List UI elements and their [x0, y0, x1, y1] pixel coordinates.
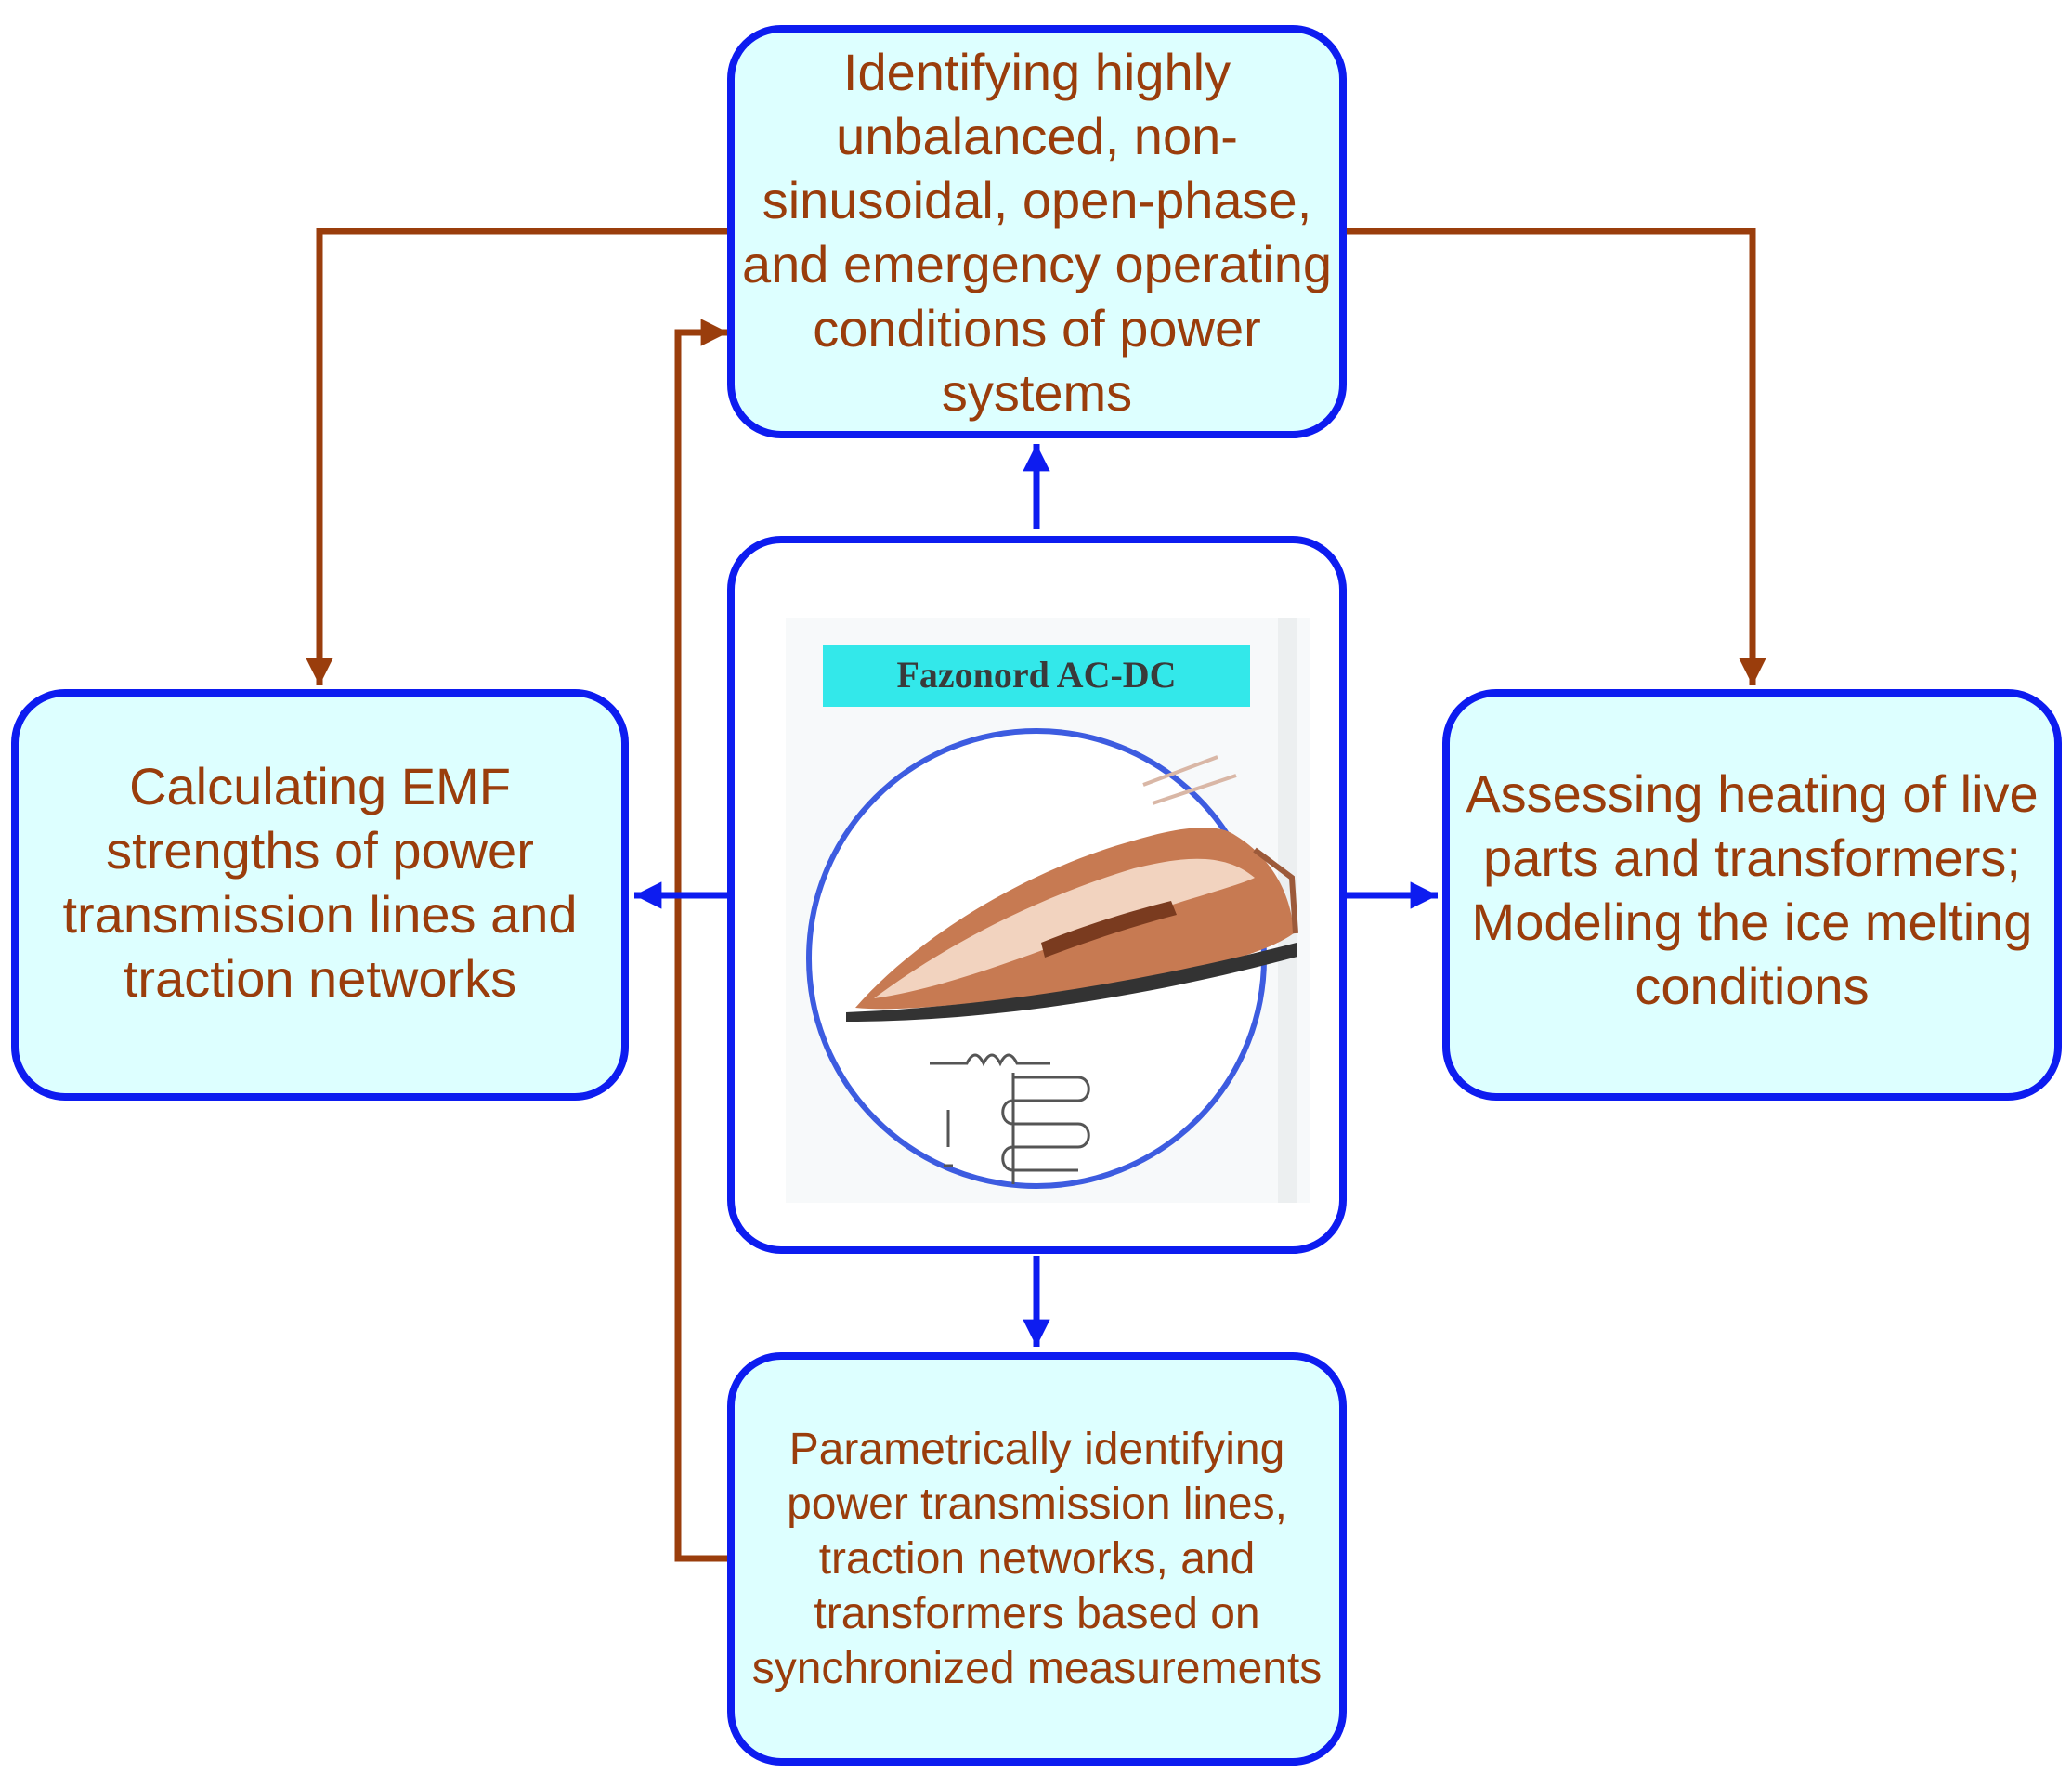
box-center-logo: Fazonord AC-DC	[727, 536, 1347, 1254]
connector-bottom-to-top	[674, 319, 731, 1562]
connector-top-to-left	[306, 228, 731, 685]
fazonord-logo: Fazonord AC-DC	[786, 618, 1310, 1203]
logo-banner	[823, 645, 1250, 707]
box-left-text: Calculating EMF strengths of power trans…	[62, 756, 578, 1008]
box-top-text: Identifying highly unbalanced, non-sinus…	[741, 42, 1333, 422]
box-identifying-operating-conditions: Identifying highly unbalanced, non-sinus…	[727, 25, 1347, 438]
box-assessing-heating: Assessing heating of live parts and tran…	[1442, 689, 2062, 1101]
box-bottom-text: Parametrically identifying power transmi…	[751, 1425, 1323, 1693]
box-calculating-emf: Calculating EMF strengths of power trans…	[11, 689, 629, 1101]
logo-banner-text: Fazonord AC-DC	[896, 654, 1176, 696]
box-parametric-identification: Parametrically identifying power transmi…	[727, 1352, 1347, 1766]
connector-top-to-right	[1343, 228, 1766, 685]
circuit-icon	[930, 1053, 1090, 1184]
train-icon	[846, 755, 1298, 1022]
box-right-text: Assessing heating of live parts and tran…	[1466, 763, 2039, 1015]
